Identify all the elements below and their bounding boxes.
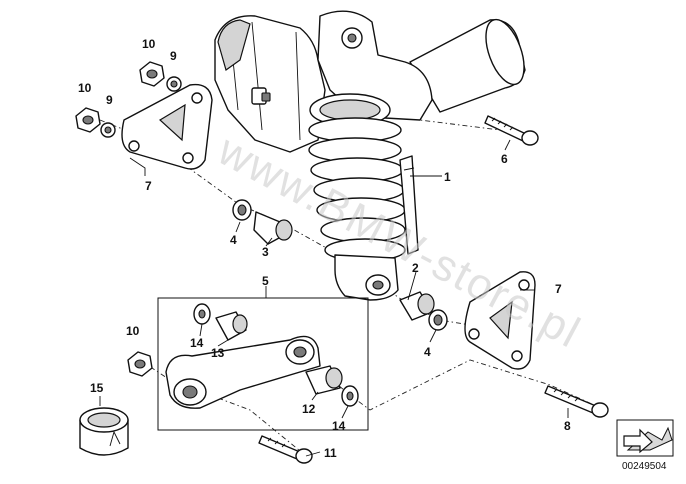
- callout-14b: 14: [332, 419, 346, 433]
- callout-10c: 10: [126, 324, 140, 338]
- sleeve-3-washer-4: [232, 199, 293, 245]
- bracket-7-lower: [464, 271, 536, 370]
- callout-1: 1: [444, 170, 451, 184]
- shock-absorber: [214, 10, 526, 301]
- callout-13: 13: [211, 346, 225, 360]
- callout-3: 3: [262, 245, 269, 259]
- sleeve-2-washer-4: [399, 291, 448, 331]
- leader-lines: [99, 139, 569, 457]
- nut-10-lower: [127, 351, 153, 377]
- callout-6: 6: [501, 152, 508, 166]
- bracket-7-upper: [121, 83, 213, 170]
- callout-7b: 7: [555, 282, 562, 296]
- callout-9b: 9: [106, 93, 113, 107]
- callout-10b: 10: [78, 81, 92, 95]
- bushing-15: [79, 407, 129, 456]
- callout-2: 2: [412, 261, 419, 275]
- bolt-6: [484, 115, 539, 146]
- nut-washer-upper: [75, 61, 182, 138]
- callout-14a: 14: [190, 336, 204, 350]
- callout-labels: 1 2 3 4 4 5 6 7 7 8 9 9 10 10 10 11 12 1…: [78, 37, 571, 460]
- callout-8: 8: [564, 419, 571, 433]
- callout-4b: 4: [424, 345, 431, 359]
- bolt-8: [544, 385, 609, 418]
- callout-7a: 7: [145, 179, 152, 193]
- callout-9a: 9: [170, 49, 177, 63]
- view-direction-icon: [616, 419, 674, 457]
- callout-5: 5: [262, 274, 269, 288]
- callout-12: 12: [302, 402, 316, 416]
- linkage-frame: [157, 297, 369, 431]
- coil-spring: [308, 117, 406, 262]
- reference-number: 00249504: [622, 461, 667, 472]
- bolt-11: [258, 435, 313, 464]
- callout-11: 11: [324, 446, 337, 460]
- callout-4a: 4: [230, 233, 237, 247]
- callout-15: 15: [90, 381, 104, 395]
- callout-10a: 10: [142, 37, 156, 51]
- linkage-lever: [165, 303, 359, 409]
